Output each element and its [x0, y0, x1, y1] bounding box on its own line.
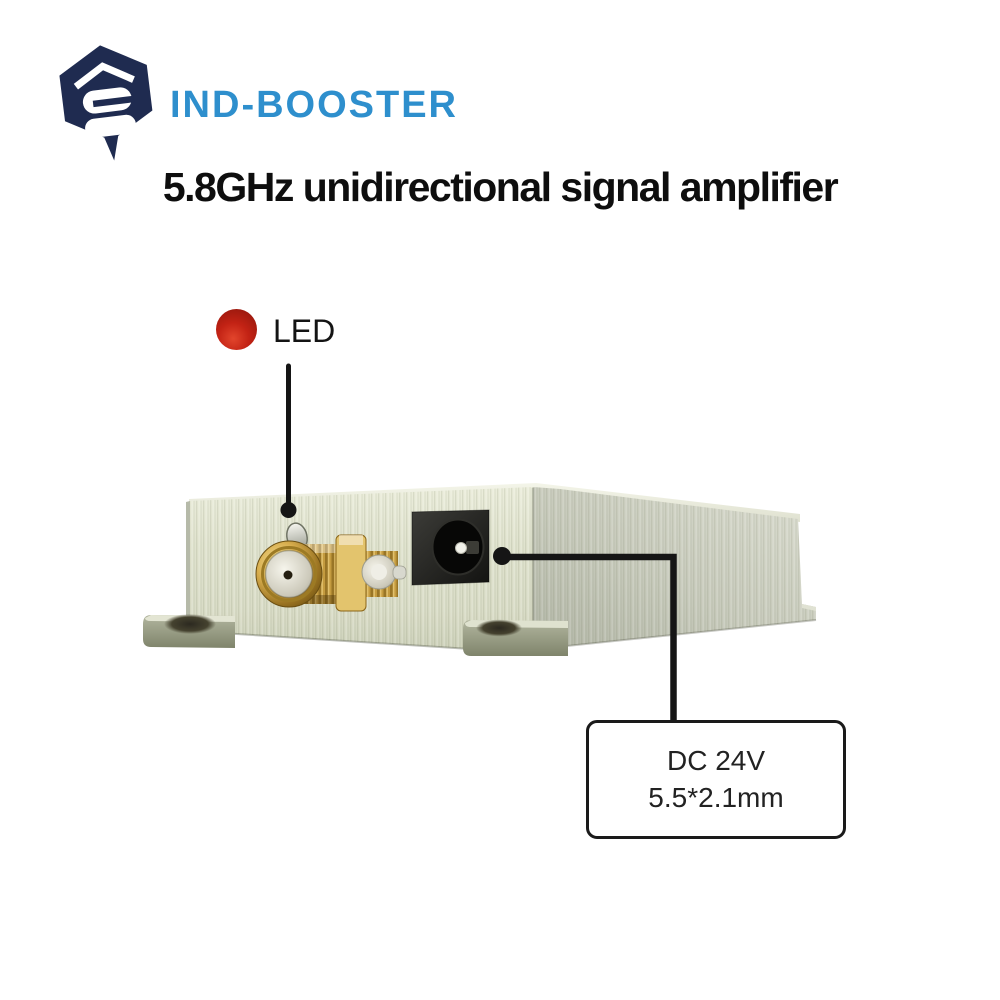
led-indicator-dot [216, 309, 257, 350]
brand-logo-hexagon-beehive-icon [59, 45, 153, 161]
led-pointer-line [280, 363, 297, 518]
mounting-flange-left [143, 614, 235, 648]
led-label: LED [273, 313, 336, 349]
sma-connector [255, 534, 407, 612]
dc-power-jack [411, 509, 490, 586]
dc-pointer-dot [493, 547, 511, 565]
device-enclosure [143, 483, 817, 656]
brand-name: IND-BOOSTER [170, 84, 458, 126]
product-title: 5.8GHz unidirectional signal amplifier [162, 164, 839, 210]
power-spec-callout: DC 24V 5.5*2.1mm [586, 720, 846, 839]
led-pointer-dot [280, 502, 297, 518]
mounting-flange-middle [463, 619, 568, 656]
dc-pointer-line [493, 547, 677, 721]
power-spec-line2: 5.5*2.1mm [648, 782, 784, 813]
power-spec-line1: DC 24V [666, 745, 766, 776]
